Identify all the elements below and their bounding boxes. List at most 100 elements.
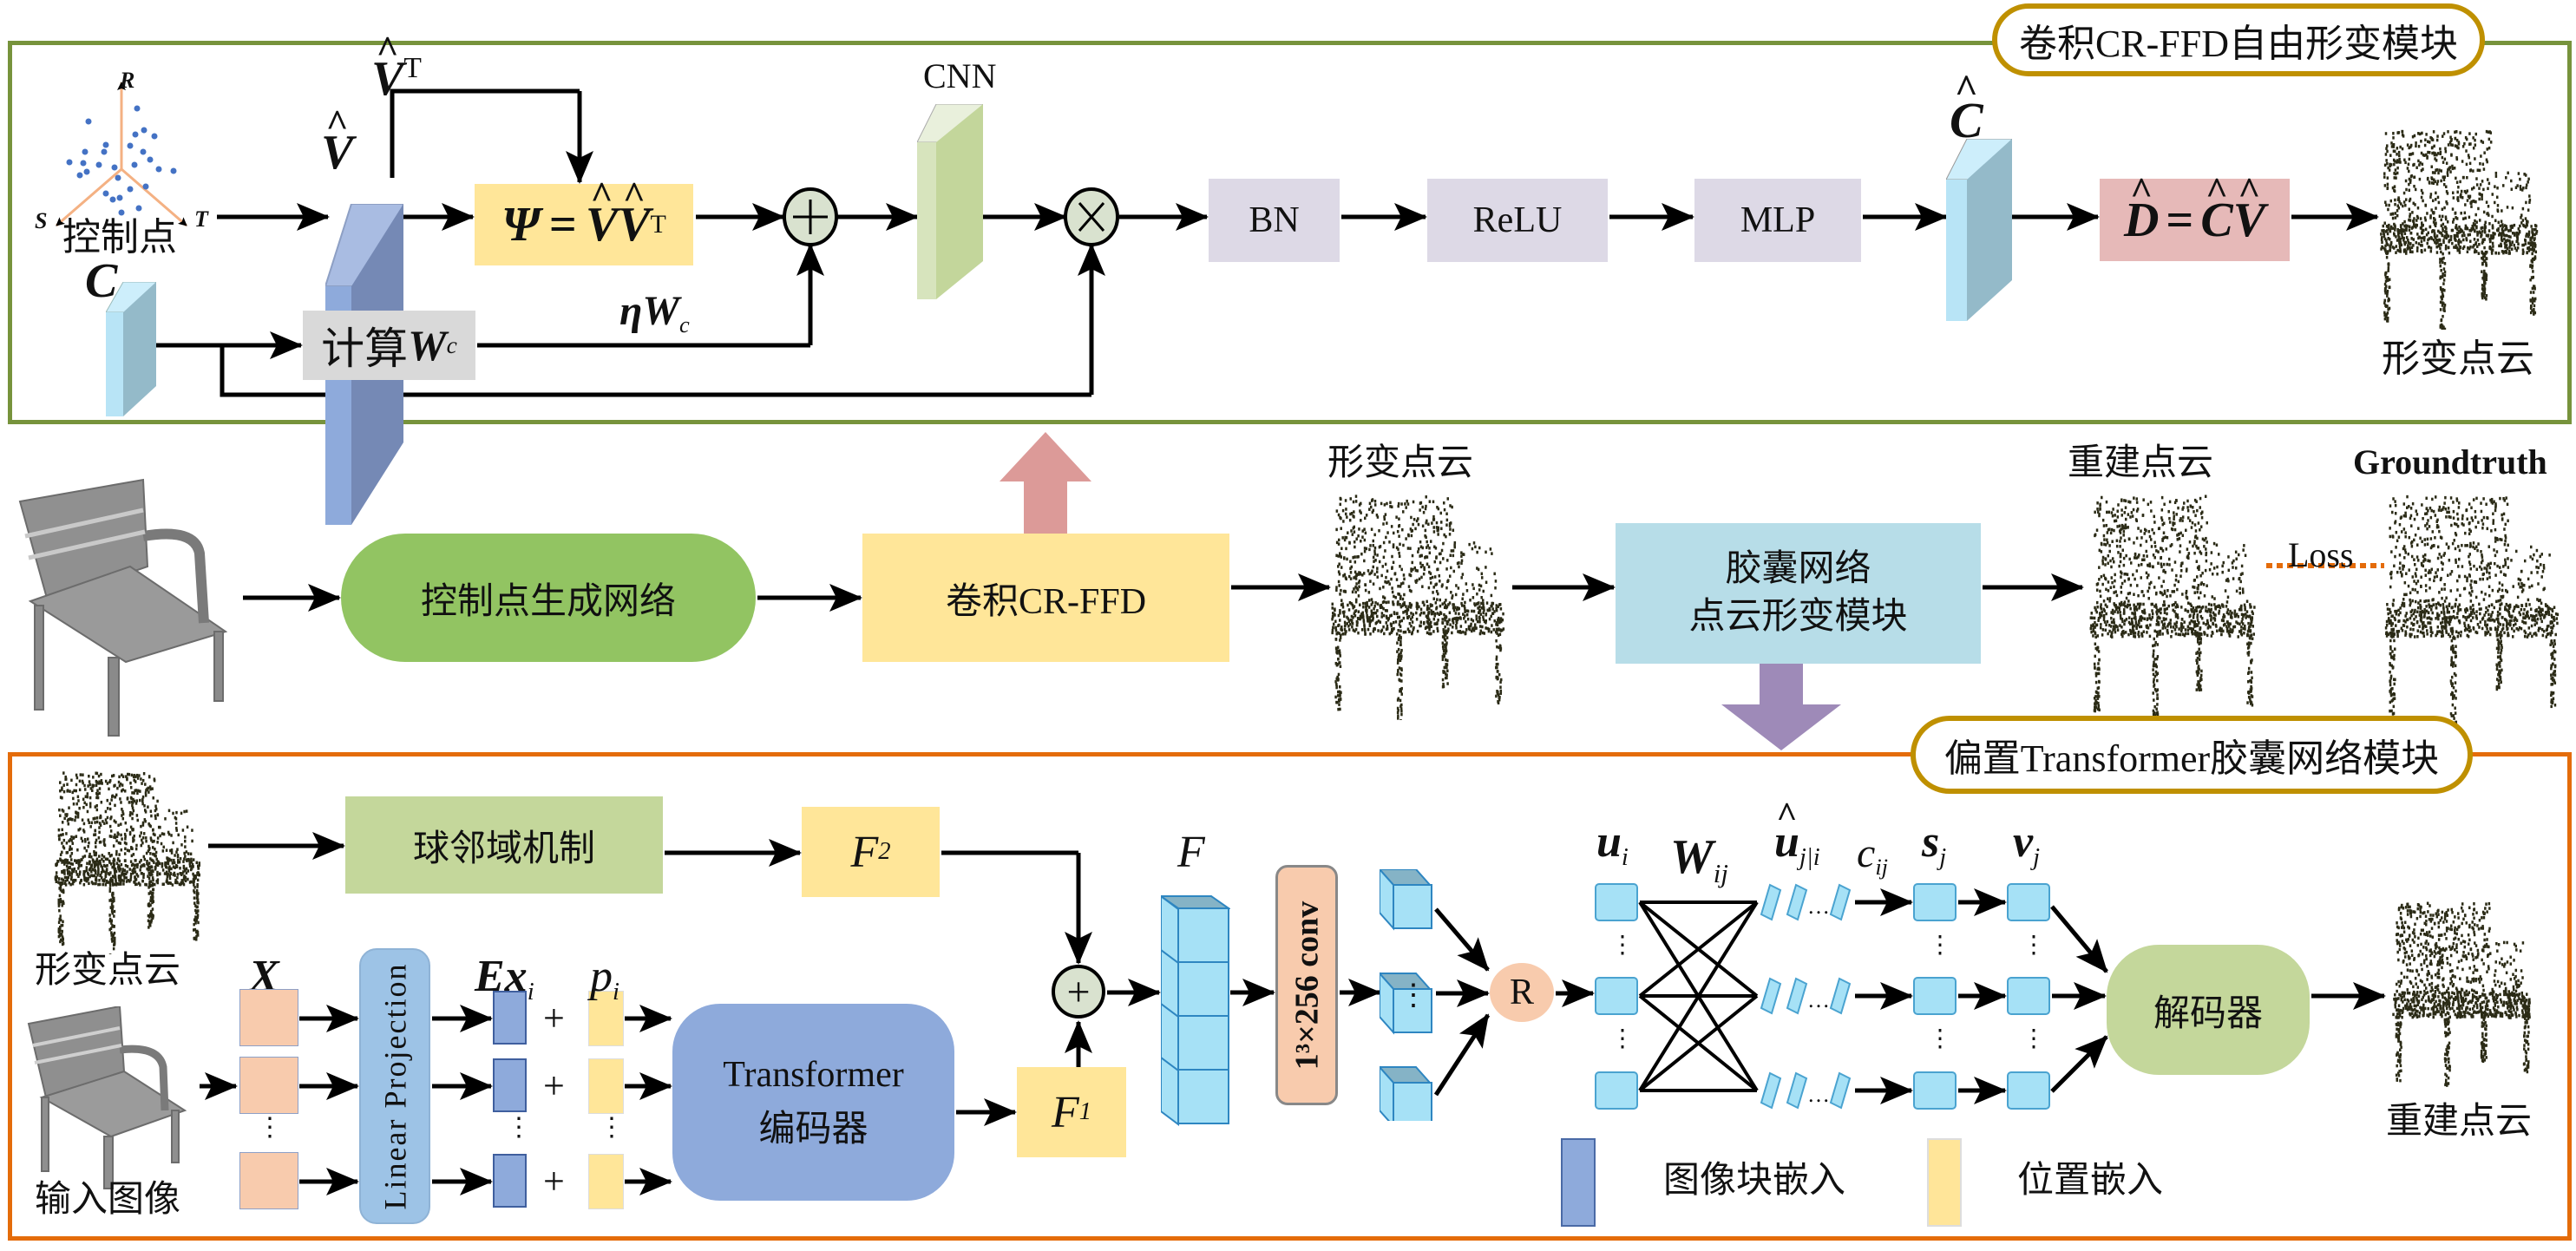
cloud-point bbox=[1491, 607, 1494, 611]
cloud-point bbox=[2460, 630, 2462, 634]
cloud-point bbox=[1430, 632, 1432, 636]
cloud-point bbox=[1397, 547, 1399, 551]
cloud-point bbox=[2488, 604, 2491, 608]
cloud-point bbox=[2495, 685, 2499, 689]
cloud-point bbox=[1335, 632, 1338, 636]
cloud-point bbox=[2423, 611, 2427, 615]
control-point bbox=[140, 148, 147, 155]
cloud-point bbox=[2481, 292, 2483, 296]
cloud-point bbox=[1455, 607, 1458, 612]
cloud-point bbox=[1446, 619, 1450, 624]
cloud-point bbox=[1499, 619, 1502, 622]
cloud-point bbox=[2172, 523, 2174, 527]
cloud-point bbox=[2415, 224, 2419, 227]
cloud-point bbox=[2459, 608, 2462, 612]
cloud-point bbox=[2468, 613, 2471, 617]
psi-v2: V bbox=[618, 197, 650, 252]
cloud-point bbox=[2449, 139, 2453, 142]
cloud-point bbox=[2153, 658, 2156, 661]
cloud-point bbox=[2202, 621, 2206, 626]
cloud-point bbox=[2170, 543, 2173, 547]
cloud-point bbox=[2155, 606, 2158, 609]
cloud-point bbox=[1398, 615, 1401, 619]
cloud-point bbox=[1489, 547, 1492, 551]
cloud-point bbox=[1349, 622, 1352, 626]
cloud-point bbox=[2089, 616, 2093, 619]
cloud-point bbox=[2438, 239, 2442, 242]
cloud-point bbox=[2225, 625, 2228, 628]
cloud-point bbox=[1385, 600, 1387, 605]
cloud-point bbox=[1486, 626, 1489, 631]
cloud-point bbox=[2457, 545, 2460, 548]
cloud-point bbox=[2165, 617, 2167, 621]
cloud-point bbox=[2442, 252, 2444, 256]
cloud-point bbox=[2153, 514, 2156, 519]
cloud-point bbox=[1402, 581, 1405, 585]
cloud-point bbox=[2509, 228, 2513, 232]
cloud-point bbox=[2460, 240, 2462, 244]
cloud-point bbox=[2483, 151, 2486, 154]
cloud-point bbox=[2482, 255, 2485, 259]
cloud-point bbox=[2109, 531, 2113, 535]
cloud-point bbox=[1348, 540, 1351, 545]
cloud-point bbox=[2389, 632, 2392, 635]
cloud-point bbox=[2430, 176, 2433, 180]
cloud-point bbox=[2490, 252, 2494, 255]
cloud-point bbox=[1464, 606, 1466, 610]
cloud-point bbox=[2423, 235, 2426, 239]
cloud-point bbox=[1496, 670, 1499, 673]
cloud-point bbox=[2438, 591, 2441, 594]
cloud-point bbox=[2428, 621, 2431, 625]
cloud-point bbox=[2244, 627, 2246, 631]
cloud-point bbox=[2448, 251, 2451, 255]
cloud-point bbox=[2176, 613, 2179, 617]
cloud-point bbox=[2431, 171, 2435, 174]
cloud-point bbox=[2252, 632, 2255, 636]
cloud-point bbox=[2421, 503, 2423, 507]
cloud-point bbox=[2449, 711, 2453, 716]
cloud-point bbox=[2517, 577, 2520, 581]
uhat-capsule bbox=[1786, 1071, 1808, 1110]
cloud-point bbox=[2551, 626, 2554, 630]
cloud-point bbox=[1398, 551, 1400, 555]
cloud-point bbox=[2481, 618, 2484, 621]
cloud-point bbox=[2433, 575, 2436, 580]
cloud-point bbox=[2129, 632, 2133, 635]
bn-box: BN bbox=[1209, 179, 1340, 262]
cloud-point bbox=[1400, 712, 1403, 717]
cloud-point bbox=[2475, 245, 2479, 248]
cloud-point bbox=[2404, 511, 2407, 515]
cloud-point bbox=[2466, 250, 2469, 254]
cloud-point bbox=[2137, 632, 2140, 636]
cloud-point bbox=[2466, 189, 2468, 193]
cloud-point bbox=[2196, 624, 2199, 627]
cloud-point bbox=[2436, 241, 2439, 245]
cloud-point bbox=[1441, 583, 1444, 586]
cloud-point bbox=[2407, 244, 2409, 247]
cloud-point bbox=[2394, 503, 2397, 508]
cloud-point bbox=[2160, 611, 2162, 615]
cloud-point bbox=[2381, 229, 2383, 233]
cloud-point bbox=[2454, 532, 2457, 535]
cloud-point bbox=[2488, 571, 2491, 575]
cloud-point bbox=[1338, 632, 1340, 635]
cloud-point bbox=[2383, 282, 2387, 286]
cloud-point bbox=[2097, 701, 2100, 705]
cloud-point bbox=[2094, 646, 2098, 651]
cloud-point bbox=[2128, 592, 2132, 595]
cloud-point bbox=[2383, 232, 2385, 235]
cloud-point bbox=[2441, 290, 2443, 293]
cloud-point bbox=[2239, 632, 2243, 635]
cloud-point bbox=[2397, 150, 2401, 154]
cloud-point bbox=[2389, 213, 2392, 216]
cloud-point bbox=[2451, 541, 2455, 546]
cloud-point bbox=[2484, 633, 2487, 637]
cloud-point bbox=[2176, 587, 2179, 592]
cloud-point bbox=[2483, 246, 2486, 250]
cloud-point bbox=[1332, 626, 1334, 629]
cloud-point bbox=[2500, 235, 2503, 239]
cloud-point bbox=[1405, 537, 1407, 540]
cloud-point bbox=[1369, 505, 1373, 509]
cloud-point bbox=[2457, 242, 2461, 246]
cloud-point bbox=[2415, 581, 2418, 586]
